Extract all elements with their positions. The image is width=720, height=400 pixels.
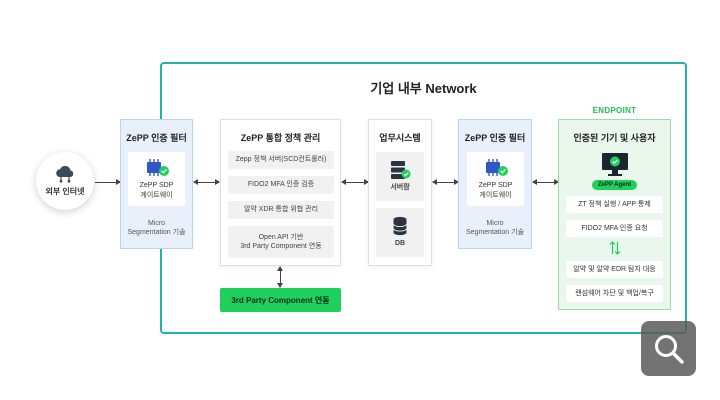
server-farm-card: 서버팜 bbox=[376, 152, 424, 201]
arrow-internet-to-filter bbox=[95, 179, 121, 185]
sdp-filter-right-panel: ZePP 인증 필터 ZePP SDP 게이트웨이 Micro Segmenta… bbox=[458, 119, 532, 249]
micro-segmentation-right: Micro Segmentation 기술 bbox=[465, 220, 525, 237]
cloud-network-icon bbox=[56, 165, 74, 183]
monitor-agent-group: ZePP Agent bbox=[559, 152, 670, 190]
endpoint-panel: 인증된 기기 및 사용자 ZePP Agent ZT 정책 실행 / APP 통… bbox=[558, 119, 671, 310]
database-label: DB bbox=[394, 240, 406, 248]
endpoint-item: FIDO2 MFA 인증 요청 bbox=[566, 220, 663, 237]
business-title: 업무시스템 bbox=[379, 133, 421, 143]
business-system-panel: 업무시스템 서버팜 DB bbox=[368, 119, 432, 266]
external-internet-node: 외부 인터넷 bbox=[36, 152, 94, 210]
monitor-check-icon bbox=[601, 153, 628, 176]
server-icon bbox=[391, 161, 411, 180]
policy-title: ZePP 통합 정책 관리 bbox=[240, 133, 321, 143]
bidirectional-arrows-icon bbox=[609, 241, 621, 255]
endpoint-label: ENDPOINT bbox=[592, 106, 637, 115]
sdp-gateway-right-card: ZePP SDP 게이트웨이 bbox=[467, 152, 524, 206]
endpoint-title: 인증된 기기 및 사용자 bbox=[573, 133, 656, 143]
sdp-filter-left-panel: ZePP 인증 필터 ZePP SDP 게이트웨이 Micro Segmenta… bbox=[120, 119, 193, 249]
endpoint-item: 알약 및 알약 EDR 탐지 대응 bbox=[566, 261, 663, 278]
zepp-agent-badge: ZePP Agent bbox=[591, 180, 638, 190]
arrow-policy-thirdparty bbox=[277, 266, 283, 288]
endpoint-item: ZT 정책 실행 / APP 통제 bbox=[566, 196, 663, 213]
third-party-component-button[interactable]: 3rd Party Component 연동 bbox=[220, 288, 341, 312]
arrow-filter-endpoint bbox=[532, 179, 559, 185]
arrow-policy-business bbox=[341, 179, 369, 185]
magnifier-icon bbox=[654, 334, 684, 364]
gateway-chip-icon bbox=[485, 159, 508, 177]
internet-label: 외부 인터넷 bbox=[45, 187, 85, 196]
policy-item: Zepp 정책 서버(SCD컨트롤러) bbox=[228, 151, 334, 169]
database-card: DB bbox=[376, 208, 424, 257]
sdp-filter-left-title: ZePP 인증 필터 bbox=[126, 133, 187, 143]
arrow-business-filter bbox=[432, 179, 459, 185]
sdp-gateway-left-label: ZePP SDP 게이트웨이 bbox=[139, 182, 174, 199]
policy-item: Open API 기반 3rd Party Component 연동 bbox=[228, 226, 334, 258]
server-farm-label: 서버팜 bbox=[390, 184, 410, 192]
arrow-filter-policy bbox=[193, 179, 220, 185]
policy-management-panel: ZePP 통합 정책 관리 Zepp 정책 서버(SCD컨트롤러) FIDO2 … bbox=[220, 119, 341, 266]
sdp-filter-right-title: ZePP 인증 필터 bbox=[464, 133, 526, 143]
endpoint-item: 랜섬웨어 차단 및 백업/복구 bbox=[566, 285, 663, 302]
zoom-button[interactable] bbox=[641, 321, 696, 376]
sdp-gateway-left-card: ZePP SDP 게이트웨이 bbox=[128, 152, 185, 206]
gateway-chip-icon bbox=[146, 159, 169, 177]
policy-item: FIDO2 MFA 인증 검증 bbox=[228, 176, 334, 194]
sdp-gateway-right-label: ZePP SDP 게이트웨이 bbox=[478, 182, 513, 199]
database-icon bbox=[393, 217, 407, 236]
micro-segmentation-left: Micro Segmentation 기술 bbox=[127, 220, 186, 237]
policy-item: 알약 XDR 통합 위협 관리 bbox=[228, 201, 334, 219]
network-title: 기업 내부 Network bbox=[370, 81, 477, 96]
